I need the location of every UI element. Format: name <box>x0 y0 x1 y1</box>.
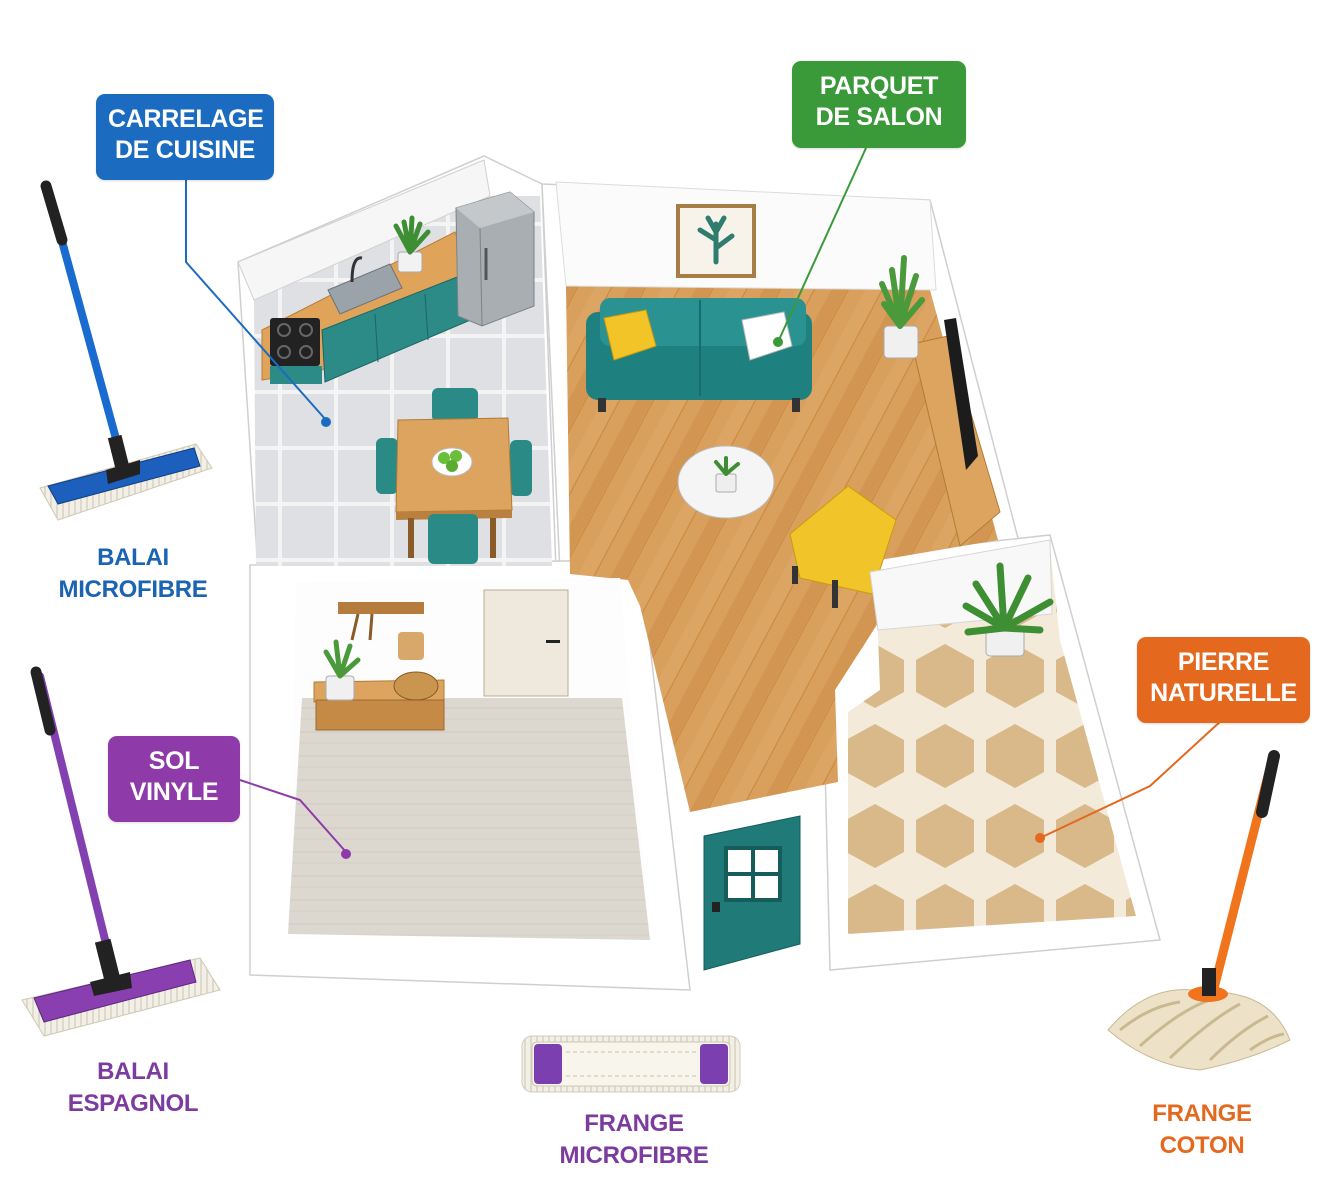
living-room <box>555 181 1001 812</box>
entry-room <box>288 578 650 940</box>
tool-label-microfiber-mop-line1: BALAI <box>97 544 169 571</box>
front-door <box>703 815 801 971</box>
label-living-parquet: PARQUET DE SALON <box>792 61 966 148</box>
label-kitchen-tile-line1: CARRELAGE <box>108 105 264 133</box>
tool-label-cotton-fringe-line2: COTON <box>1159 1132 1245 1159</box>
label-vinyl-floor: SOL VINYLE <box>108 736 240 822</box>
tool-label-cotton-fringe: FRANGE COTON <box>1136 1098 1268 1162</box>
tool-label-microfiber-fringe: FRANGE MICROFIBRE <box>544 1108 724 1172</box>
label-vinyl-floor-line2: VINYLE <box>129 778 219 806</box>
tool-label-spanish-mop-line2: ESPAGNOL <box>67 1090 199 1117</box>
tool-label-cotton-fringe-line1: FRANGE <box>1152 1100 1252 1127</box>
leader-lines <box>185 147 1223 859</box>
label-natural-stone-line1: PIERRE <box>1177 648 1270 676</box>
label-kitchen-tile-line2: DE CUISINE <box>114 136 256 164</box>
microfiber-mop-illustration <box>39 180 213 521</box>
label-natural-stone: PIERRE NATURELLE <box>1137 637 1310 723</box>
microfiber-fringe-illustration <box>521 1035 741 1093</box>
spanish-mop-illustration <box>21 666 221 1037</box>
label-living-parquet-line2: DE SALON <box>815 103 943 131</box>
label-kitchen-tile: CARRELAGE DE CUISINE <box>96 94 274 180</box>
tool-label-microfiber-fringe-line2: MICROFIBRE <box>559 1142 709 1169</box>
tool-label-microfiber-fringe-line1: FRANGE <box>584 1110 684 1137</box>
tool-label-spanish-mop: BALAI ESPAGNOL <box>50 1056 216 1120</box>
label-vinyl-floor-line1: SOL <box>148 747 200 775</box>
tool-label-microfiber-mop: BALAI MICROFIBRE <box>44 542 222 606</box>
tool-label-spanish-mop-line1: BALAI <box>97 1058 169 1085</box>
cotton-mop-illustration <box>1107 750 1291 1071</box>
stone-room <box>848 539 1136 934</box>
label-natural-stone-line2: NATURELLE <box>1150 679 1297 707</box>
tool-label-microfiber-mop-line2: MICROFIBRE <box>58 576 208 603</box>
label-living-parquet-line1: PARQUET <box>819 72 939 100</box>
kitchen-room <box>237 159 552 566</box>
